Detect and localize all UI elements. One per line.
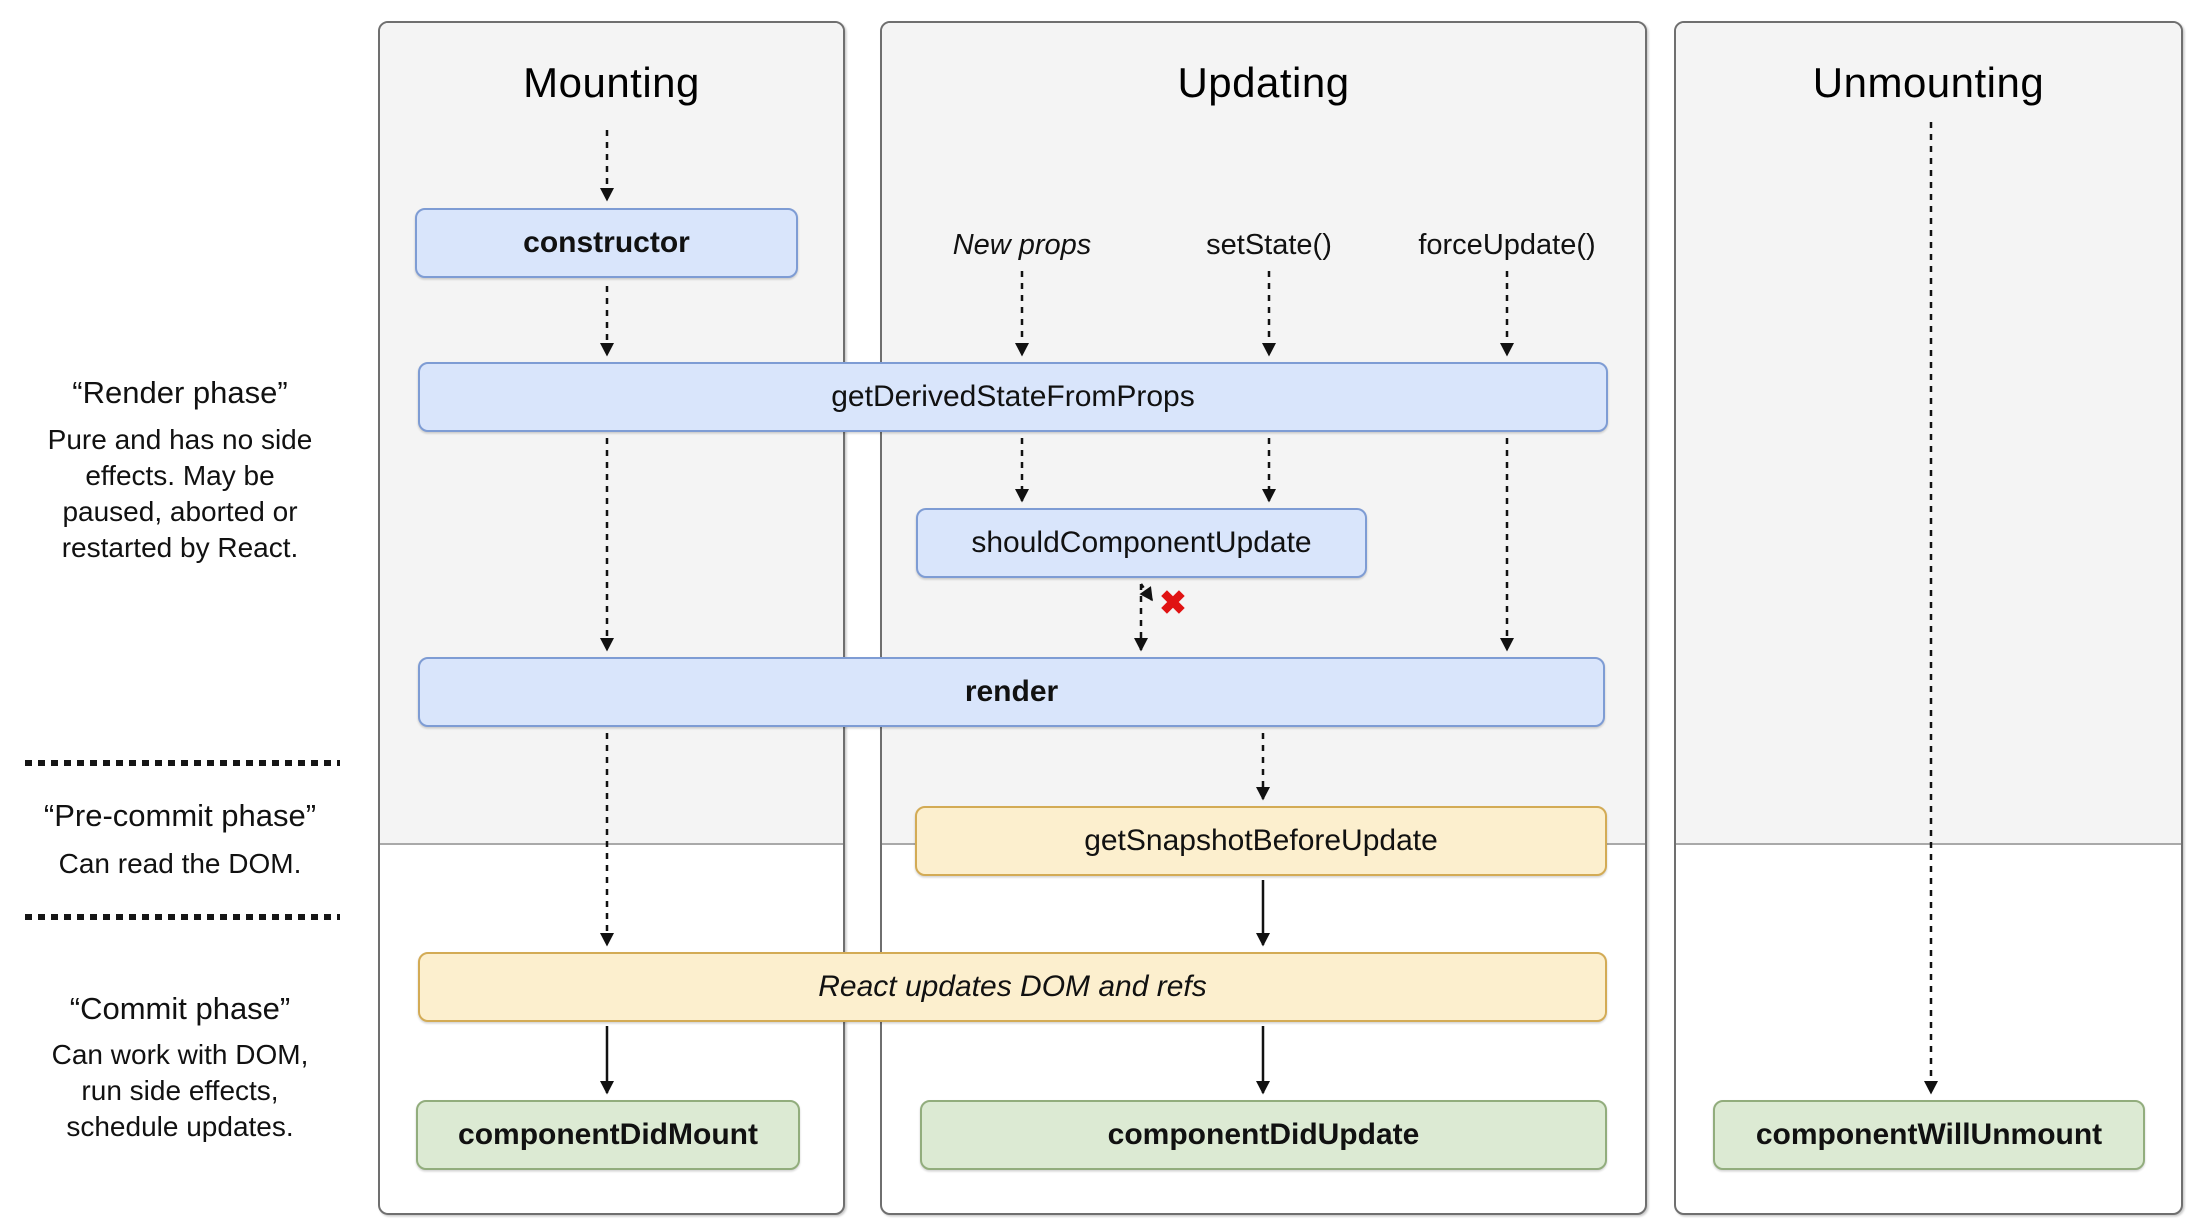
precommit-phase-description: Can read the DOM. bbox=[58, 848, 302, 879]
column-mounting: Mounting bbox=[378, 21, 845, 1215]
trigger-new-props: New props bbox=[952, 229, 1092, 261]
red-x-icon: ✖ bbox=[1159, 584, 1187, 621]
lifecycle-box-getderivedstatefromprops: getDerivedStateFromProps bbox=[418, 362, 1608, 432]
trigger-setstate: setState() bbox=[1206, 229, 1332, 261]
render-phase-background bbox=[1676, 23, 2181, 845]
render-phase-title: “Render phase” bbox=[72, 375, 288, 410]
precommit-phase-title: “Pre-commit phase” bbox=[43, 798, 317, 833]
trigger-forceupdate: forceUpdate() bbox=[1418, 229, 1596, 261]
column-title-unmounting: Unmounting bbox=[1812, 59, 2045, 106]
lifecycle-box-componentwillunmount: componentWillUnmount bbox=[1713, 1100, 2145, 1170]
lifecycle-box-render: render bbox=[418, 657, 1605, 727]
commit-phase-description: Can work with DOM, run side effects, sch… bbox=[51, 1039, 309, 1142]
phase-divider bbox=[25, 914, 340, 920]
column-title-mounting: Mounting bbox=[523, 59, 700, 106]
column-updating: Updating bbox=[880, 21, 1647, 1215]
lifecycle-box-componentdidupdate: componentDidUpdate bbox=[920, 1100, 1607, 1170]
lifecycle-box-react-updates-dom: React updates DOM and refs bbox=[418, 952, 1607, 1022]
lifecycle-box-componentdidmount: componentDidMount bbox=[416, 1100, 800, 1170]
phase-divider bbox=[25, 760, 340, 766]
render-phase-description: Pure and has no side effects. May be pau… bbox=[47, 424, 313, 563]
lifecycle-box-shouldcomponentupdate: shouldComponentUpdate bbox=[916, 508, 1367, 578]
column-title-updating: Updating bbox=[1177, 59, 1350, 106]
lifecycle-box-getsnapshotbeforeupdate: getSnapshotBeforeUpdate bbox=[915, 806, 1607, 876]
column-unmounting: Unmounting bbox=[1674, 21, 2183, 1215]
lifecycle-box-constructor: constructor bbox=[415, 208, 798, 278]
commit-phase-title: “Commit phase” bbox=[69, 991, 291, 1026]
